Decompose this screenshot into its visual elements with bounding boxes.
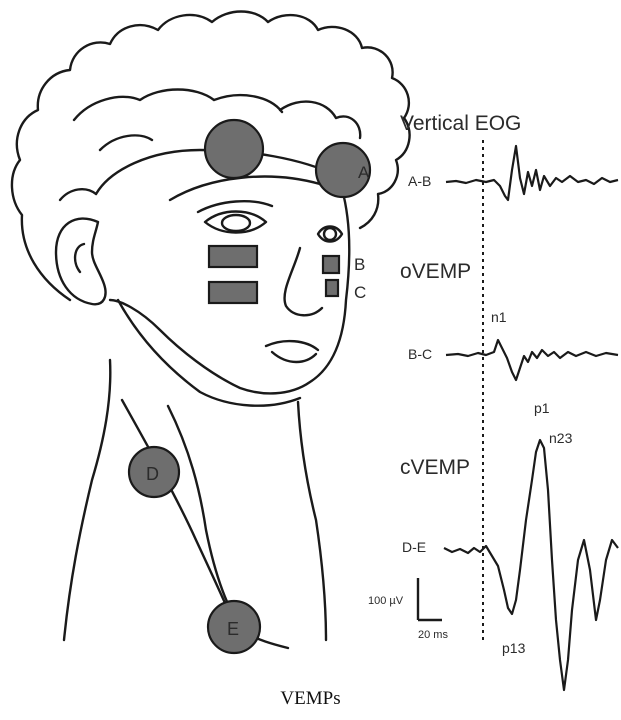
peak-n1: n1 xyxy=(491,309,507,325)
forehead-electrode xyxy=(205,120,263,178)
trace-label-ab: A-B xyxy=(408,173,431,189)
hair-strand xyxy=(60,189,96,200)
left-infraorbital-electrode xyxy=(209,246,257,267)
nose xyxy=(285,248,322,315)
trace-label-bc: B-C xyxy=(408,346,432,362)
right-iris xyxy=(324,228,336,240)
ear xyxy=(56,219,106,305)
peak-p1: p1 xyxy=(534,400,550,416)
electrode-b xyxy=(323,256,339,273)
scale-bar xyxy=(418,578,442,620)
head-illustration xyxy=(12,12,410,649)
figure-caption: VEMPs xyxy=(0,688,621,710)
peak-p13: p13 xyxy=(502,640,526,656)
forehead-line xyxy=(170,177,320,200)
electrode-b-label: B xyxy=(354,255,365,274)
trace-label-de: D-E xyxy=(402,539,426,555)
trace-eog-ab xyxy=(446,146,618,200)
ear-inner xyxy=(75,244,84,272)
electrode-e-label: E xyxy=(227,619,239,639)
scm-muscle xyxy=(122,400,236,628)
trace-ovemp-bc xyxy=(446,340,618,380)
vertical-eog-heading: Vertical EOG xyxy=(400,112,521,135)
neck-right xyxy=(298,402,326,640)
electrode-a-label: A xyxy=(358,163,370,182)
hair-strand xyxy=(280,102,360,138)
hair-strand xyxy=(100,135,152,150)
hair-strand xyxy=(74,90,282,121)
electrode-c xyxy=(326,280,338,296)
electrode-d-label: D xyxy=(146,464,159,484)
ovemp-heading: oVEMP xyxy=(400,260,471,283)
left-iris xyxy=(222,215,250,231)
scale-voltage-label: 100 µV xyxy=(368,595,404,607)
scm-muscle-front xyxy=(168,406,244,632)
lower-lip xyxy=(272,352,316,362)
scale-time-label: 20 ms xyxy=(418,629,448,641)
mouth xyxy=(266,341,318,350)
cvemp-heading: cVEMP xyxy=(400,456,470,479)
left-cheek-electrode xyxy=(209,282,257,303)
electrodes xyxy=(129,120,370,653)
peak-n23: n23 xyxy=(549,430,573,446)
trace-cvemp-de xyxy=(444,440,618,690)
electrode-c-label: C xyxy=(354,283,366,302)
neck-left xyxy=(64,360,110,640)
